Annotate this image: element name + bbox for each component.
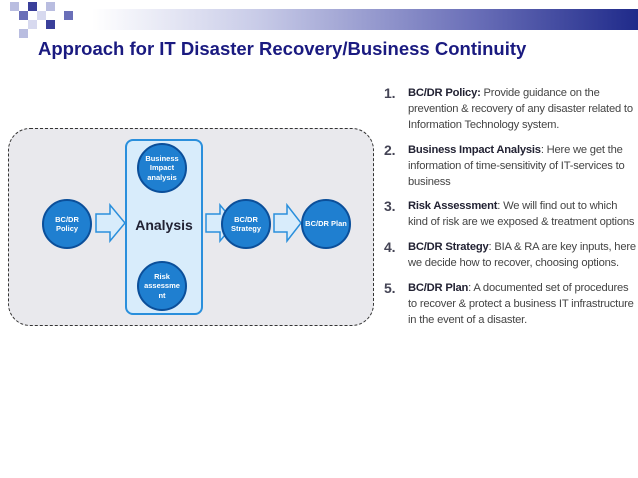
list-item: 4. BC/DR Strategy: BIA & RA are key inpu…: [384, 239, 636, 270]
header-gradient-bar: [92, 9, 638, 30]
process-diagram: BC/DR Policy Analysis Business Impact an…: [8, 128, 374, 326]
slide-title: Approach for IT Disaster Recovery/Busine…: [38, 38, 527, 59]
list-item: 5. BC/DR Plan: A documented set of proce…: [384, 280, 634, 326]
list-item: 2. Business Impact Analysis: Here we get…: [384, 141, 625, 188]
analysis-label: Analysis: [135, 217, 193, 233]
risk-circle: Risk assessme nt: [137, 261, 187, 311]
policy-circle: BC/DR Policy: [42, 199, 92, 249]
strategy-circle: BC/DR Strategy: [221, 199, 271, 249]
bia-circle: Business Impact analysis: [137, 143, 187, 193]
arrow-right-icon: [273, 203, 302, 243]
steps-list: 1. BC/DR Policy: Provide guidance on the…: [384, 85, 636, 338]
list-item: 1. BC/DR Policy: Provide guidance on the…: [384, 85, 633, 131]
list-item: 3. Risk Assessment: We will find out to …: [384, 198, 635, 229]
arrow-right-icon: [95, 203, 126, 243]
plan-circle: BC/DR Plan: [301, 199, 351, 249]
